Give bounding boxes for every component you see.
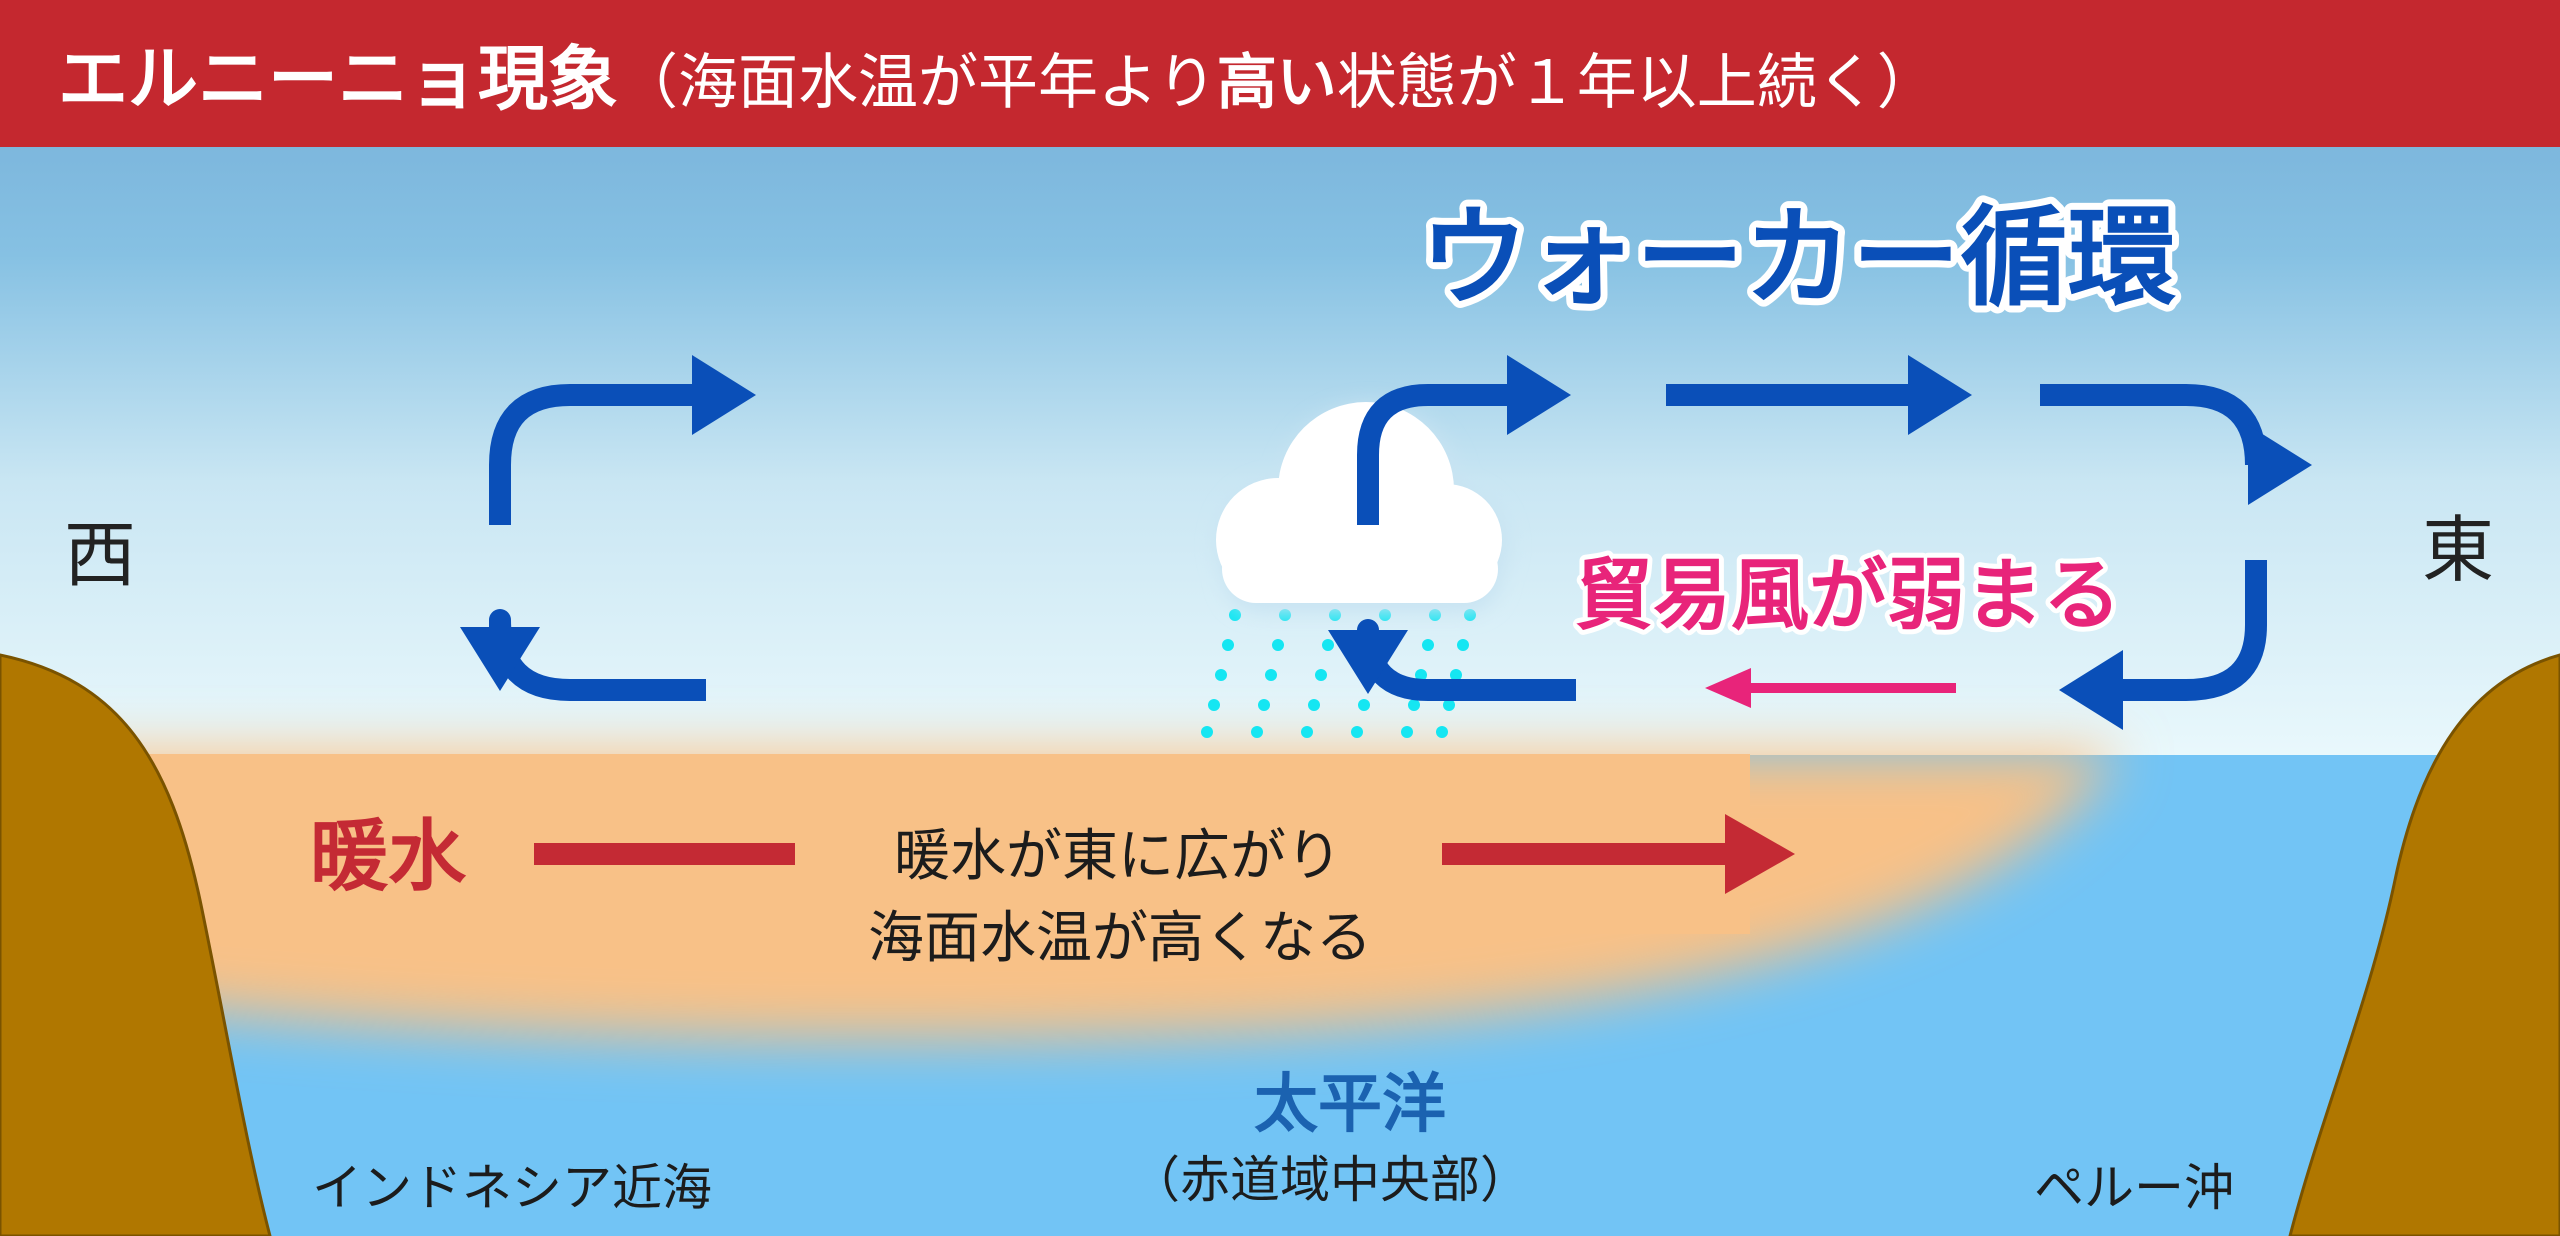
east-label: 東	[2422, 508, 2494, 592]
cloud-body	[1216, 402, 1502, 603]
sky-background	[0, 145, 2560, 757]
header-band	[0, 0, 2560, 147]
east-landmass	[2288, 653, 2560, 1236]
header-title: エルニーニョ現象	[58, 38, 618, 120]
lower-return-arrow	[2059, 560, 2267, 730]
header-subtitle-suffix: 状態が１年以上続く）	[1337, 48, 1937, 118]
west-circulation-loop	[460, 355, 756, 701]
indonesia-label: インドネシア近海	[312, 1159, 712, 1217]
header-subtitle-bold: 高い	[1217, 48, 1337, 118]
peru-label: ペルー沖	[2034, 1159, 2234, 1217]
east-descend-arrow	[2040, 384, 2296, 521]
west-loop-rise-arrow	[460, 609, 706, 701]
center-rise-arrow	[1328, 619, 1576, 701]
trade-wind-label: 貿易風が弱まる	[1575, 551, 2121, 641]
header-subtitle-prefix: （海面水温が平年より	[618, 48, 1217, 118]
pacific-sublabel: （赤道域中央部）	[1130, 1151, 1530, 1209]
warm-water-desc-line2: 海面水温が高くなる	[868, 906, 1372, 971]
west-label: 西	[64, 513, 136, 597]
west-landmass	[0, 653, 272, 1236]
pacific-label: 太平洋	[1254, 1068, 1446, 1142]
center-top-arrow	[1357, 355, 1571, 525]
east-circulation-loop	[1328, 355, 2296, 730]
header-title-line: エルニーニョ現象（海面水温が平年より高い状態が１年以上続く）	[58, 38, 1937, 120]
walker-circulation-title: ウォーカー循環	[1420, 196, 2176, 321]
west-loop-top-arrow	[489, 355, 756, 525]
warm-water-desc-line1: 暖水が東に広がり	[894, 824, 1342, 889]
warm-water-label: 暖水	[310, 812, 467, 902]
